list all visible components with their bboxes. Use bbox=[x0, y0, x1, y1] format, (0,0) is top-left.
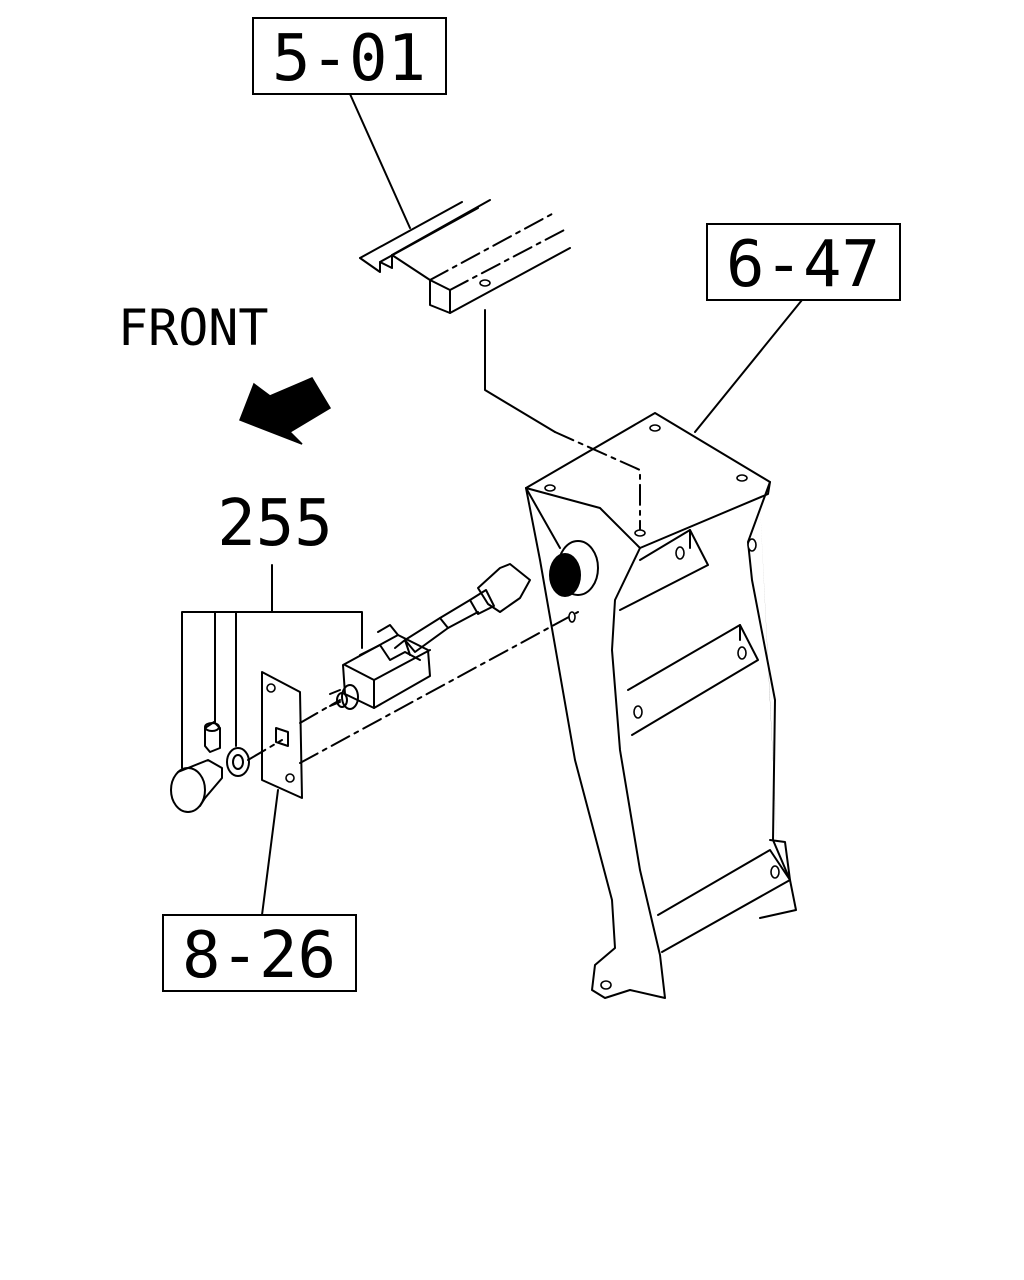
leader-5-01 bbox=[349, 93, 411, 229]
centerline-nut bbox=[247, 739, 283, 761]
mounting-bracket bbox=[525, 412, 797, 999]
centerline-switch-upper bbox=[299, 699, 341, 724]
callout-5-01-text: 5-01 bbox=[272, 22, 426, 96]
centerline-rail-bolt bbox=[554, 431, 641, 531]
leader-rail-to-bracket bbox=[484, 309, 556, 433]
front-direction-label: FRONT bbox=[118, 299, 269, 357]
callout-255-text[interactable]: 255 bbox=[217, 487, 333, 561]
callout-8-26-text: 8-26 bbox=[182, 919, 336, 993]
front-arrow-icon bbox=[239, 377, 332, 445]
leader-6-47 bbox=[694, 299, 803, 433]
switch-assembly bbox=[170, 563, 531, 813]
mounting-plate bbox=[261, 671, 303, 799]
bracket-small-hole bbox=[568, 611, 576, 623]
callout-6-47[interactable]: 6-47 bbox=[706, 223, 901, 302]
callout-8-26[interactable]: 8-26 bbox=[162, 914, 357, 993]
floor-rail-channel bbox=[359, 199, 571, 314]
leader-255 bbox=[181, 564, 363, 769]
leader-8-26 bbox=[261, 789, 279, 916]
callout-6-47-text: 6-47 bbox=[726, 228, 880, 302]
callout-5-01[interactable]: 5-01 bbox=[252, 17, 447, 96]
centerline-switch-lower bbox=[299, 611, 579, 764]
